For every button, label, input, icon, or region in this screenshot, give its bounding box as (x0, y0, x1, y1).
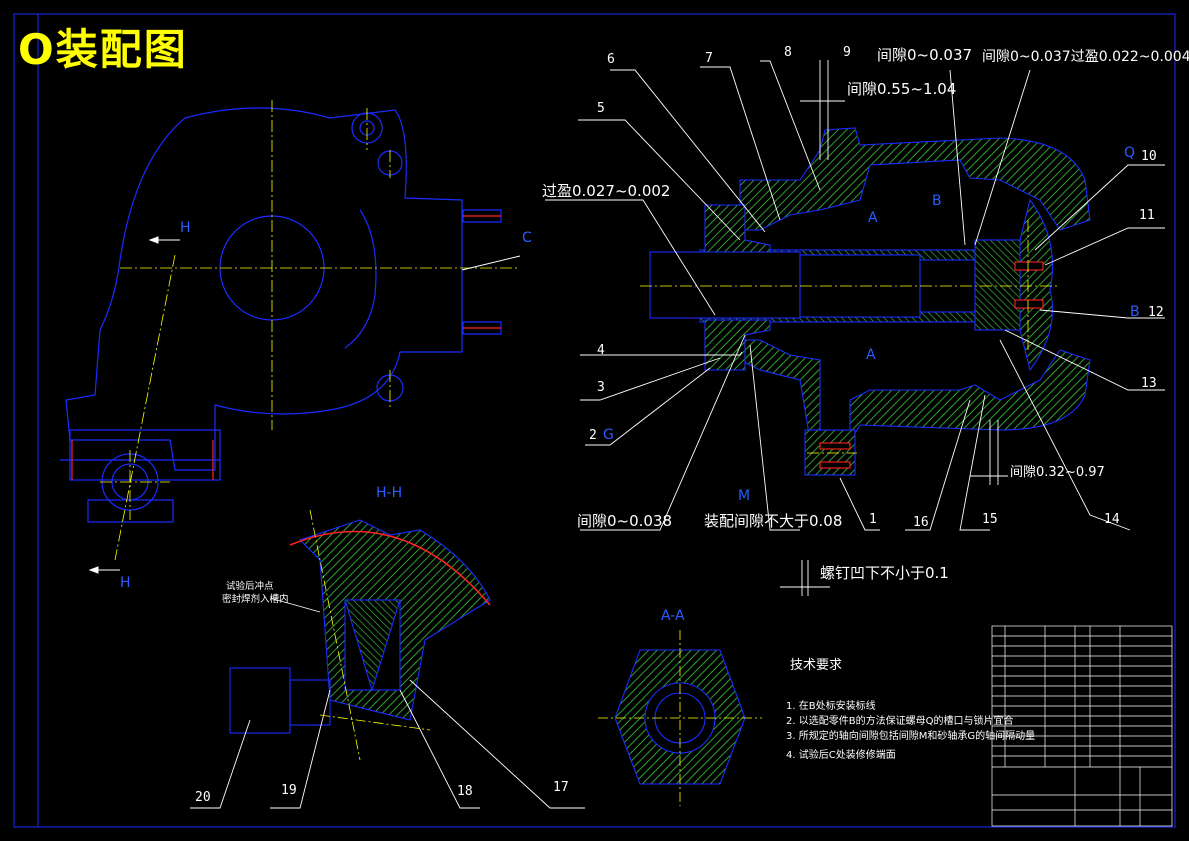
part-number-7: 7 (705, 51, 713, 66)
dim-clearance-a: 间隙0~0.037 (877, 46, 973, 64)
hh-centerlines (309, 509, 431, 761)
part-number-2: 2 (589, 428, 597, 443)
title-block (991, 625, 1173, 827)
dimension-lines (780, 60, 1031, 596)
section-note-line-1: 试验后冲点 (226, 581, 274, 592)
section-label-q: Q (1124, 145, 1136, 161)
tech-requirements-title: 技术要求 (790, 658, 843, 673)
section-label-a-top: A (868, 210, 878, 226)
main-section (649, 127, 1091, 476)
section-label-m: M (738, 488, 751, 504)
part-number-20: 20 (195, 790, 211, 805)
part-number-5: 5 (597, 101, 605, 116)
tech-requirement-1: 1. 在B处标安装标线 (786, 701, 876, 712)
part-number-16: 16 (913, 515, 929, 530)
part-number-4: 4 (597, 343, 605, 358)
dim-interference-0027: 过盈0.027~0.002 (542, 182, 671, 200)
front-cap (704, 204, 771, 253)
leader-lines (545, 60, 1165, 531)
hh-section (229, 519, 491, 734)
part-number-13: 13 (1141, 376, 1157, 391)
part-number-15: 15 (982, 512, 998, 527)
dim-clearance-055: 间隙0.55~1.04 (847, 80, 957, 98)
front-view (60, 107, 502, 523)
section-note-line-2: 密封焊剂入槽内 (222, 594, 289, 605)
part-number-6: 6 (607, 52, 615, 67)
front-view-centerlines (100, 100, 520, 561)
inner-frame (37, 13, 1176, 828)
h-section-arrows (88, 236, 521, 574)
tech-requirement-4: 4. 试验后C处装修修端面 (786, 750, 896, 761)
dim-clearance-b: 间隙0~0.037过盈0.022~0.004 (982, 49, 1189, 65)
hh-leaders (190, 597, 585, 809)
section-title-aa: A-A (661, 608, 685, 624)
dim-clearance-0038: 间隙0~0.038 (577, 512, 673, 530)
housing-top (739, 127, 1091, 231)
part-number-8: 8 (784, 45, 792, 60)
part-number-1: 1 (869, 512, 877, 527)
section-label-c: C (522, 230, 532, 246)
section-title-hh: H-H (376, 485, 403, 501)
section-label-b-right: B (1130, 304, 1140, 320)
tech-requirement-2: 2. 以选配零件B的方法保证螺母Q的槽口与锁片宜合 (786, 716, 1014, 727)
part-number-10: 10 (1141, 149, 1157, 164)
dim-clearance-032: 间隙0.32~0.97 (1010, 465, 1105, 480)
part-number-9: 9 (843, 45, 851, 60)
section-label-g: G (603, 427, 614, 443)
section-label-h-bottom: H (120, 575, 131, 591)
part-number-17: 17 (553, 780, 569, 795)
shaft-bore (649, 251, 801, 319)
dim-assembly-clearance: 装配间隙不大于0.08 (704, 512, 843, 530)
part-number-11: 11 (1139, 208, 1155, 223)
part-number-18: 18 (457, 784, 473, 799)
main-section-centerlines (640, 220, 1060, 454)
part-number-19: 19 (281, 783, 297, 798)
part-number-14: 14 (1104, 512, 1120, 527)
section-label-h-top: H (180, 220, 191, 236)
dim-screw: 螺钉凹下不小于0.1 (820, 564, 949, 582)
part-number-12: 12 (1148, 305, 1164, 320)
part-number-3: 3 (597, 380, 605, 395)
tech-requirement-3: 3. 所规定的轴向间隙包括间隙M和砂轴承G的轴间隔动量 (786, 731, 1036, 742)
section-label-a-bottom: A (866, 347, 876, 363)
drawing-title: O装配图 (18, 25, 188, 74)
section-label-b-top: B (932, 193, 942, 209)
